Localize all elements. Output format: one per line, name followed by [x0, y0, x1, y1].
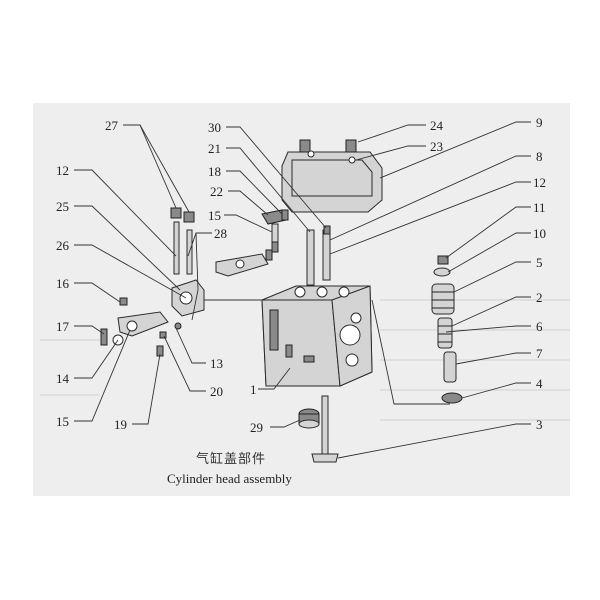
valve-spring-assembly-part: [431, 255, 463, 404]
callout-25: 25: [56, 199, 69, 214]
nut-parts: [170, 207, 195, 223]
callout-22: 22: [210, 184, 223, 199]
callout-28: 28: [214, 226, 227, 241]
cylinder-head-part: [261, 285, 373, 387]
valve-cover-part: [281, 139, 383, 213]
callout-21: 21: [208, 141, 221, 156]
callout-29: 29: [250, 420, 263, 435]
callout-13: 13: [210, 356, 223, 371]
background-ghost-lines: [40, 299, 570, 421]
callout-15-upper: 15: [208, 208, 221, 223]
callout-8: 8: [536, 149, 543, 164]
callout-6: 6: [536, 319, 543, 334]
rocker-arm-lower-part: [112, 311, 169, 346]
callout-9: 9: [536, 115, 543, 130]
small-fastener-parts: [100, 297, 182, 357]
callout-16: 16: [56, 276, 70, 291]
rocker-arm-upper-part: [215, 249, 273, 277]
callout-5: 5: [536, 255, 543, 270]
callout-11: 11: [533, 200, 546, 215]
valve-part: [311, 395, 339, 463]
callout-14: 14: [56, 371, 70, 386]
callout-20: 20: [210, 384, 223, 399]
callout-2: 2: [536, 290, 543, 305]
callout-1: 1: [250, 382, 257, 397]
callout-24: 24: [430, 118, 444, 133]
callout-26: 26: [56, 238, 70, 253]
tappet-parts: [261, 209, 289, 253]
valve-seal-part: [298, 408, 320, 429]
callout-19: 19: [114, 417, 127, 432]
callout-15-left: 15: [56, 414, 69, 429]
callout-labels: 27 12 25 26 16 17 14 15 19 20 13 28 15 2…: [56, 115, 546, 435]
caption-english: Cylinder head assembly: [167, 471, 292, 486]
callout-17: 17: [56, 319, 70, 334]
callout-7: 7: [536, 346, 543, 361]
caption-chinese: 气缸盖部件: [196, 452, 267, 467]
callout-18: 18: [208, 164, 221, 179]
rocker-support-part: [171, 279, 205, 317]
callout-4: 4: [536, 376, 543, 391]
callout-23: 23: [430, 139, 443, 154]
callout-12-left: 12: [56, 163, 69, 178]
callout-3: 3: [536, 417, 543, 432]
callout-27: 27: [105, 118, 119, 133]
callout-10: 10: [533, 226, 546, 241]
leader-lines: [74, 121, 531, 459]
callout-30: 30: [208, 120, 221, 135]
callout-12-right: 12: [533, 175, 546, 190]
